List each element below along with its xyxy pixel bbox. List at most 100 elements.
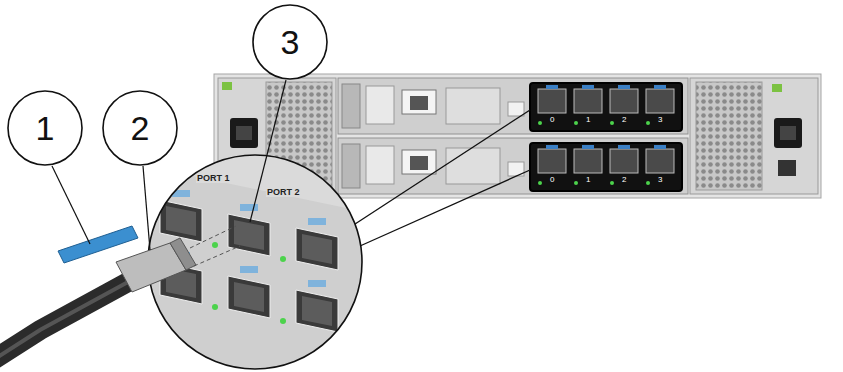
sas-ports bbox=[582, 85, 594, 89]
magnified-ports bbox=[166, 206, 196, 236]
leader-line bbox=[143, 166, 150, 250]
port-number: 2 bbox=[621, 116, 627, 124]
plug-front bbox=[170, 238, 196, 270]
sas-ports bbox=[610, 121, 614, 125]
leader-line bbox=[250, 80, 286, 222]
sas-ports bbox=[538, 85, 674, 125]
ethernet-port bbox=[402, 90, 436, 114]
sas-ports bbox=[574, 149, 602, 173]
ethernet-port bbox=[402, 150, 436, 174]
magnified-ports bbox=[160, 190, 338, 332]
magnifier-line bbox=[360, 170, 530, 246]
sas-ports bbox=[538, 121, 542, 125]
insertion-guide bbox=[190, 226, 236, 248]
sas-ports bbox=[574, 121, 578, 125]
power-socket-inner bbox=[780, 126, 796, 140]
sas-ports bbox=[610, 181, 614, 185]
callout-number: 1 bbox=[7, 90, 83, 166]
psu-latch bbox=[222, 82, 232, 90]
sas-ports bbox=[546, 85, 558, 89]
fan-grille bbox=[696, 82, 762, 190]
magnified-ports bbox=[228, 214, 270, 256]
psu-latch bbox=[772, 84, 782, 92]
sas-ports bbox=[538, 89, 566, 113]
sas-ports bbox=[546, 145, 558, 149]
io-module bbox=[338, 78, 688, 134]
sas-ports bbox=[654, 85, 666, 89]
magnified-ports bbox=[296, 280, 338, 332]
callout-ring bbox=[8, 91, 82, 165]
callout-circle: 3 bbox=[252, 4, 328, 80]
module-handle bbox=[508, 102, 524, 116]
power-socket-inner bbox=[236, 126, 252, 140]
power-switch bbox=[778, 160, 796, 176]
sas-ports bbox=[538, 145, 674, 185]
pull-tab bbox=[58, 226, 138, 263]
magnified-ports bbox=[308, 218, 326, 225]
magnified-ports bbox=[240, 266, 258, 273]
sas-cable bbox=[0, 226, 240, 362]
port-number: 2 bbox=[621, 176, 627, 184]
port-label: PORT 2 bbox=[266, 188, 301, 197]
magnified-ports bbox=[160, 190, 202, 242]
sas-ports bbox=[610, 149, 638, 173]
callout-number: 2 bbox=[102, 90, 178, 166]
magnified-ports bbox=[302, 296, 332, 326]
port-group bbox=[530, 83, 682, 131]
status-panel bbox=[446, 88, 500, 124]
callout-circle: 1 bbox=[7, 90, 83, 166]
magnified-ports bbox=[280, 318, 286, 324]
port-number: 0 bbox=[549, 176, 555, 184]
status-panel bbox=[446, 148, 500, 184]
sas-ports bbox=[646, 181, 650, 185]
port-number: 1 bbox=[585, 176, 591, 184]
port-group bbox=[530, 143, 682, 191]
cable bbox=[0, 282, 128, 362]
callout-circle: 2 bbox=[102, 90, 178, 166]
magnified-ports bbox=[228, 276, 270, 318]
module-label-panel bbox=[366, 146, 394, 184]
magnified-ports bbox=[280, 256, 286, 262]
sas-ports bbox=[538, 149, 566, 173]
callout-ring bbox=[253, 5, 327, 79]
io-module bbox=[338, 138, 688, 194]
sas-ports bbox=[646, 89, 674, 113]
magnified-ports bbox=[228, 266, 270, 318]
callout-ring bbox=[103, 91, 177, 165]
magnified-ports bbox=[160, 200, 202, 242]
sas-ports bbox=[538, 181, 542, 185]
magnified-ports bbox=[212, 242, 218, 248]
port-number: 0 bbox=[549, 116, 555, 124]
sas-ports bbox=[654, 145, 666, 149]
sas-ports bbox=[610, 89, 638, 113]
port-label: PORT 1 bbox=[196, 174, 231, 183]
port-number: 3 bbox=[657, 116, 663, 124]
insertion-guide bbox=[194, 246, 240, 266]
magnified-ports bbox=[302, 234, 332, 264]
callout-number: 3 bbox=[252, 4, 328, 80]
module-label-panel bbox=[366, 86, 394, 124]
module-latch bbox=[342, 144, 360, 188]
sas-ports bbox=[618, 145, 630, 149]
leader-line bbox=[52, 166, 90, 244]
sas-ports bbox=[582, 145, 594, 149]
magnified-ports bbox=[308, 280, 326, 287]
sas-ports bbox=[646, 121, 650, 125]
sas-ports bbox=[574, 181, 578, 185]
magnified-ports bbox=[212, 304, 218, 310]
magnified-ports bbox=[296, 290, 338, 332]
psu-right bbox=[690, 78, 818, 194]
ethernet-port-inner bbox=[410, 156, 428, 170]
magnified-ports bbox=[234, 220, 264, 250]
magnified-ports bbox=[296, 218, 338, 270]
magnified-ports bbox=[296, 228, 338, 270]
port-number: 1 bbox=[585, 116, 591, 124]
power-socket bbox=[774, 118, 802, 148]
sas-ports bbox=[574, 89, 602, 113]
sas-ports bbox=[646, 149, 674, 173]
cable-highlight bbox=[0, 282, 128, 362]
port-number: 3 bbox=[657, 176, 663, 184]
